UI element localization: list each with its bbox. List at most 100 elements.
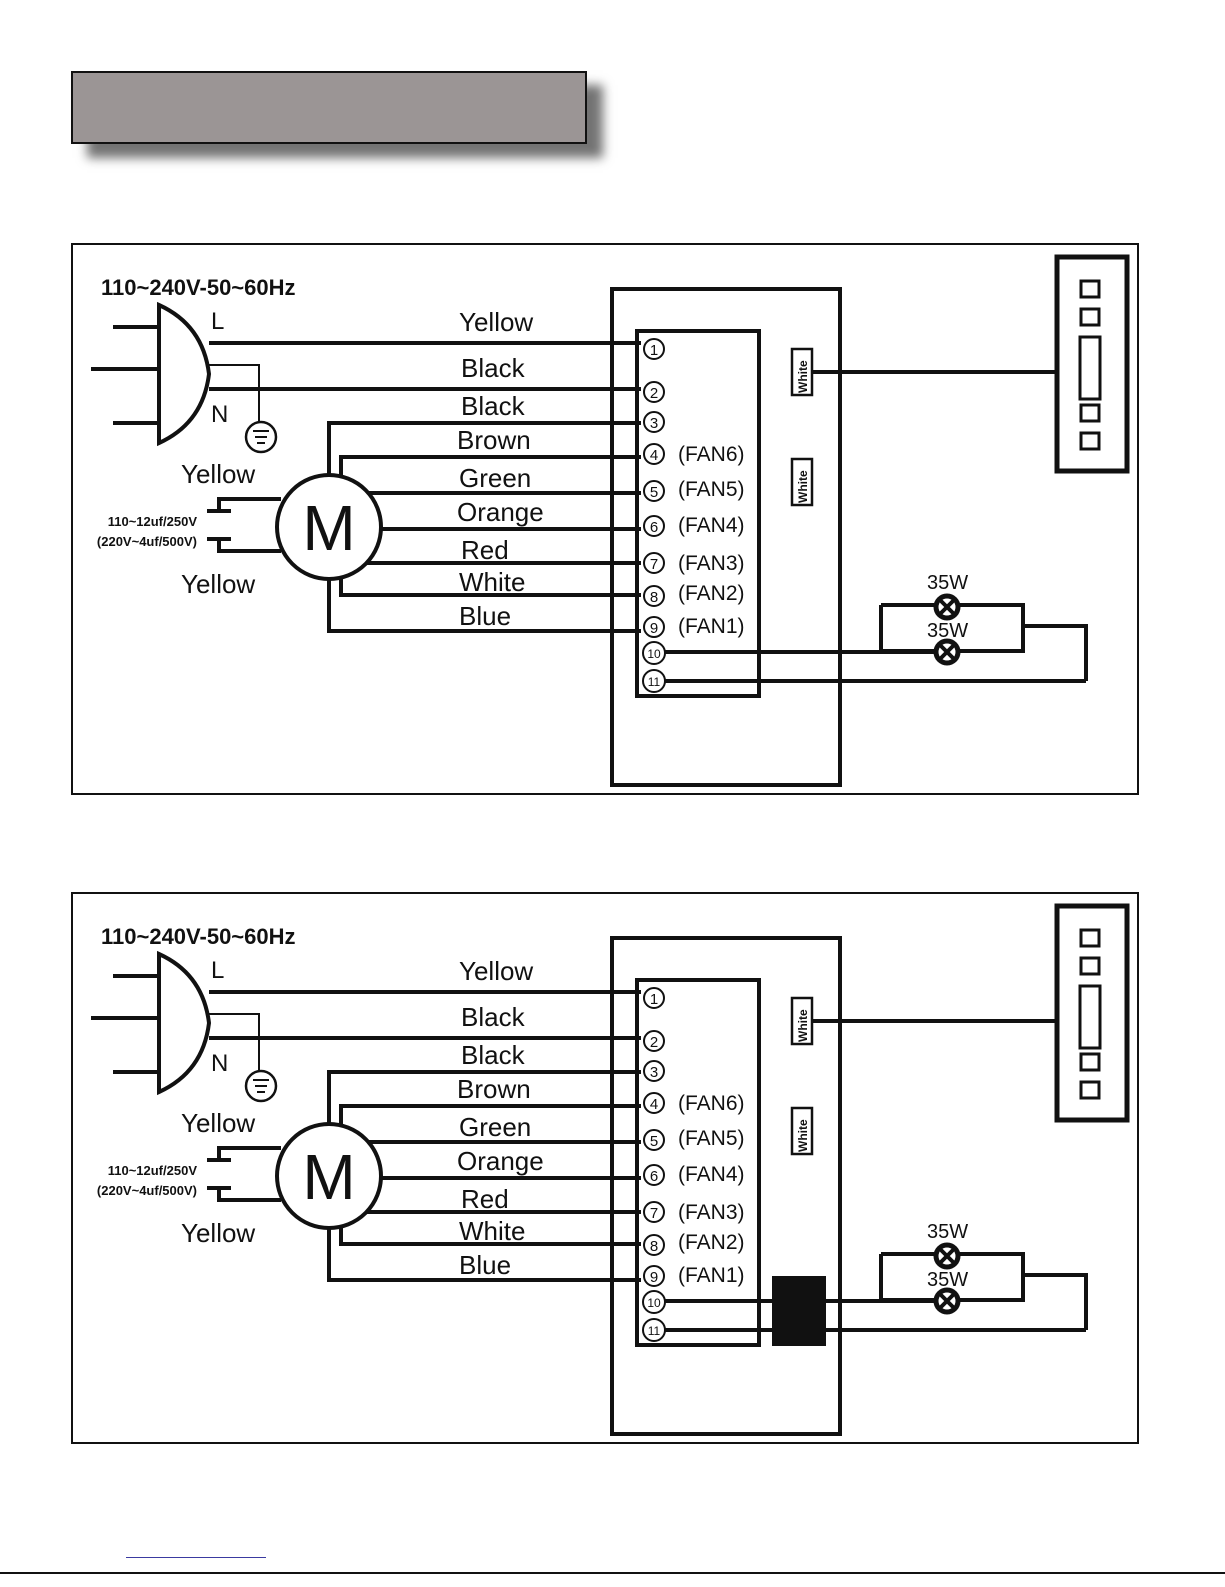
wire-label: White — [459, 567, 525, 597]
terminal-number: 9 — [650, 620, 658, 637]
wire-lines — [209, 341, 641, 633]
capacitor-label-1: 110~12uf/250V — [108, 514, 198, 529]
lamp-wattage: 35W — [927, 1221, 968, 1243]
fan-label: (FAN3) — [678, 1201, 745, 1224]
terminal-number: 10 — [647, 1296, 661, 1310]
panel-button — [1079, 403, 1101, 423]
wire-label: Black — [461, 1040, 526, 1070]
power-plug: L N — [91, 950, 260, 1096]
motor-top-lead-label: Yellow — [181, 459, 255, 489]
control-panel — [1054, 903, 1130, 1123]
wire-label: Blue — [459, 601, 511, 631]
motor: M Yellow Yellow — [181, 459, 383, 599]
wire-labels: Yellow Black Black Brown Green Orange Re… — [457, 307, 544, 631]
ground-icon — [244, 1069, 278, 1103]
wire-label: Yellow — [459, 956, 533, 986]
fan-label: (FAN5) — [678, 1127, 745, 1150]
capacitor: 110~12uf/250V (220V~4uf/500V) — [97, 1146, 281, 1202]
fan-label: (FAN2) — [678, 582, 745, 605]
diagram-frame — [71, 243, 1139, 795]
terminal-number: 5 — [650, 484, 658, 501]
wire-label: Orange — [457, 1146, 544, 1176]
wire-label: Black — [461, 391, 526, 421]
fan-label: (FAN1) — [678, 615, 745, 638]
diagram-frame — [71, 892, 1139, 1444]
terminal-number: 3 — [650, 1064, 658, 1081]
fan-label: (FAN4) — [678, 1163, 745, 1186]
terminal-number: 2 — [650, 1034, 658, 1051]
terminal-number: 1 — [650, 342, 658, 359]
fan-speed-labels: (FAN6) (FAN5) (FAN4) (FAN3) (FAN2) (FAN1… — [678, 443, 745, 638]
supply-label: 110~240V-50~60Hz — [101, 924, 296, 949]
transformer-block — [772, 1276, 826, 1346]
motor-label: M — [302, 492, 355, 564]
motor-bottom-lead-label: Yellow — [181, 569, 255, 599]
section-title-bar — [71, 71, 587, 144]
wiring-svg: 110~240V-50~60Hz L N — [71, 892, 1139, 1444]
fan-label: (FAN2) — [678, 1231, 745, 1254]
wire-label: White — [459, 1216, 525, 1246]
lamp-icon — [933, 638, 961, 666]
control-box — [610, 287, 842, 787]
panel-button — [1079, 1080, 1101, 1100]
lamp-wiring-transformer — [665, 1276, 1086, 1346]
wire-label: Blue — [459, 1250, 511, 1280]
terminal-number: 10 — [647, 647, 661, 661]
terminal-number: 5 — [650, 1133, 658, 1150]
wire-label: Orange — [457, 497, 544, 527]
terminal-number: 1 — [650, 991, 658, 1008]
terminal-number: 11 — [648, 1324, 661, 1338]
terminal-number: 3 — [650, 415, 658, 432]
wire-label: Yellow — [459, 307, 533, 337]
wire-lines — [209, 990, 641, 1282]
terminal-number: 11 — [648, 675, 661, 689]
panel-button — [1079, 307, 1101, 327]
terminal-number: 7 — [650, 556, 658, 573]
lamp-icon — [933, 1242, 961, 1270]
connector-label: White — [796, 1119, 810, 1152]
fan-speed-labels: (FAN6) (FAN5) (FAN4) (FAN3) (FAN2) (FAN1… — [678, 1092, 745, 1287]
panel-display — [1078, 335, 1102, 401]
capacitor-label-2: (220V~4uf/500V) — [97, 534, 197, 549]
lamp-circuit: 35W 35W — [879, 572, 1088, 681]
terminals: 1 2 3 4 5 6 7 8 9 10 11 — [642, 338, 666, 693]
wire-label: Green — [459, 1112, 531, 1142]
capacitor-label-1: 110~12uf/250V — [108, 1163, 198, 1178]
motor-bottom-lead-label: Yellow — [181, 1218, 255, 1248]
wiring-diagram-bottom: 110~240V-50~60Hz L N — [71, 892, 1139, 1444]
fan-label: (FAN5) — [678, 478, 745, 501]
fan-label: (FAN4) — [678, 514, 745, 537]
control-box — [610, 936, 842, 1436]
wire-label: Red — [461, 1184, 509, 1214]
panel-button — [1079, 1052, 1101, 1072]
fan-label: (FAN6) — [678, 443, 745, 466]
lamp-icon — [933, 1287, 961, 1315]
lamp-circuit: 35W 35W — [879, 1221, 1088, 1330]
terminal-number: 4 — [650, 1096, 658, 1113]
control-panel — [1054, 254, 1130, 474]
wire-label: Black — [461, 1002, 526, 1032]
terminal-number: 9 — [650, 1269, 658, 1286]
footer-link-rule — [126, 1557, 266, 1558]
wire-label: Brown — [457, 1074, 531, 1104]
connector-label: White — [796, 1009, 810, 1042]
lamp-wattage: 35W — [927, 1269, 968, 1291]
fan-label: (FAN1) — [678, 1264, 745, 1287]
lamp-icon — [933, 593, 961, 621]
wire-labels: Yellow Black Black Brown Green Orange Re… — [457, 956, 544, 1280]
wire-label: Black — [461, 353, 526, 383]
motor: M Yellow Yellow — [181, 1108, 383, 1248]
motor-top-lead-label: Yellow — [181, 1108, 255, 1138]
lamp-wiring-direct — [665, 650, 1086, 683]
fan-label: (FAN6) — [678, 1092, 745, 1115]
panel-button — [1079, 279, 1101, 299]
terminals: 1 2 3 4 5 6 7 8 9 10 11 — [642, 987, 666, 1342]
terminal-number: 7 — [650, 1205, 658, 1222]
connector-label: White — [796, 360, 810, 393]
wiring-diagram-top: 110~240V-50~60Hz L N — [71, 243, 1139, 795]
white-connectors: White White — [790, 996, 1055, 1156]
power-plug: L N — [91, 301, 260, 447]
panel-button — [1079, 928, 1101, 948]
terminal-number: 2 — [650, 385, 658, 402]
connector-label: White — [796, 470, 810, 503]
